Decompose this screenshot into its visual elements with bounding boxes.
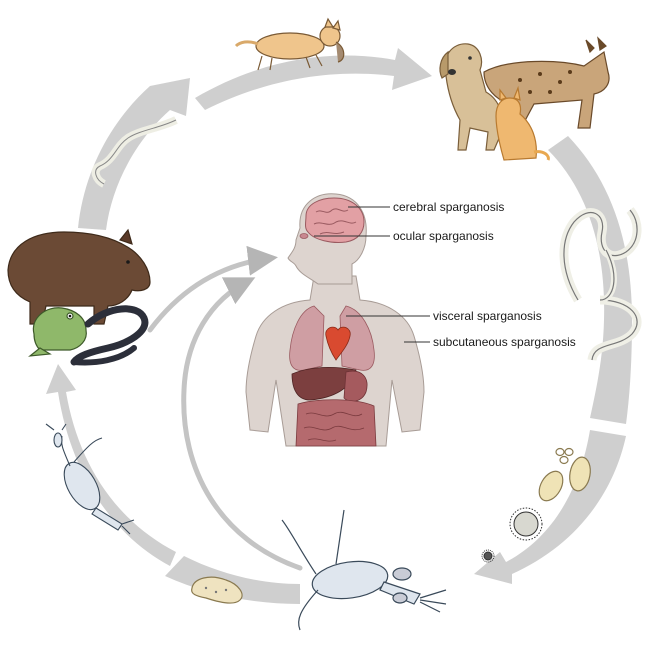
cerebral-sparganosis-label: cerebral sparganosis bbox=[393, 200, 505, 214]
infection-arrows bbox=[147, 245, 303, 571]
ocular-sparganosis-label: ocular sparganosis bbox=[393, 229, 494, 243]
label-leader-lines bbox=[314, 206, 430, 343]
frog-icon bbox=[28, 307, 87, 357]
visceral-sparganosis-label: visceral sparganosis bbox=[433, 309, 542, 323]
copepod-icon bbox=[281, 509, 447, 631]
boar-icon bbox=[7, 228, 151, 325]
walking-cat-icon bbox=[234, 17, 345, 71]
cycle-arrow-bottom bbox=[165, 556, 300, 604]
cycle-arrow-upper-left bbox=[78, 78, 190, 230]
human-figure bbox=[245, 193, 425, 447]
cycle-arrow-top bbox=[195, 48, 432, 110]
coracidium-icon bbox=[481, 507, 543, 563]
small-copepod-icon bbox=[45, 423, 135, 535]
adult-tapeworm-icon bbox=[559, 207, 642, 362]
cycle-arrow-lower-right bbox=[474, 430, 626, 584]
sitting-cat-icon bbox=[495, 85, 550, 161]
cycle-arrow-right bbox=[548, 136, 632, 424]
heart-icon bbox=[325, 326, 351, 361]
liver-icon bbox=[291, 366, 357, 401]
eye-icon bbox=[299, 233, 309, 239]
brain-icon bbox=[305, 197, 365, 243]
stomach-icon bbox=[343, 370, 368, 402]
human-torso-icon bbox=[245, 275, 425, 447]
inner-arrow-from-boar bbox=[147, 245, 278, 333]
cycle-arrow-lower-left bbox=[46, 364, 176, 566]
inner-arrow-from-copepod bbox=[181, 277, 303, 571]
intestine-icon bbox=[295, 399, 377, 447]
egg-icon bbox=[538, 447, 591, 502]
snake-icon bbox=[70, 305, 149, 366]
plerocercoid-icon bbox=[91, 116, 178, 188]
procercoid-icon bbox=[191, 576, 243, 604]
dog-icon bbox=[439, 43, 503, 151]
subcutaneous-sparganosis-label: subcutaneous sparganosis bbox=[433, 335, 576, 349]
